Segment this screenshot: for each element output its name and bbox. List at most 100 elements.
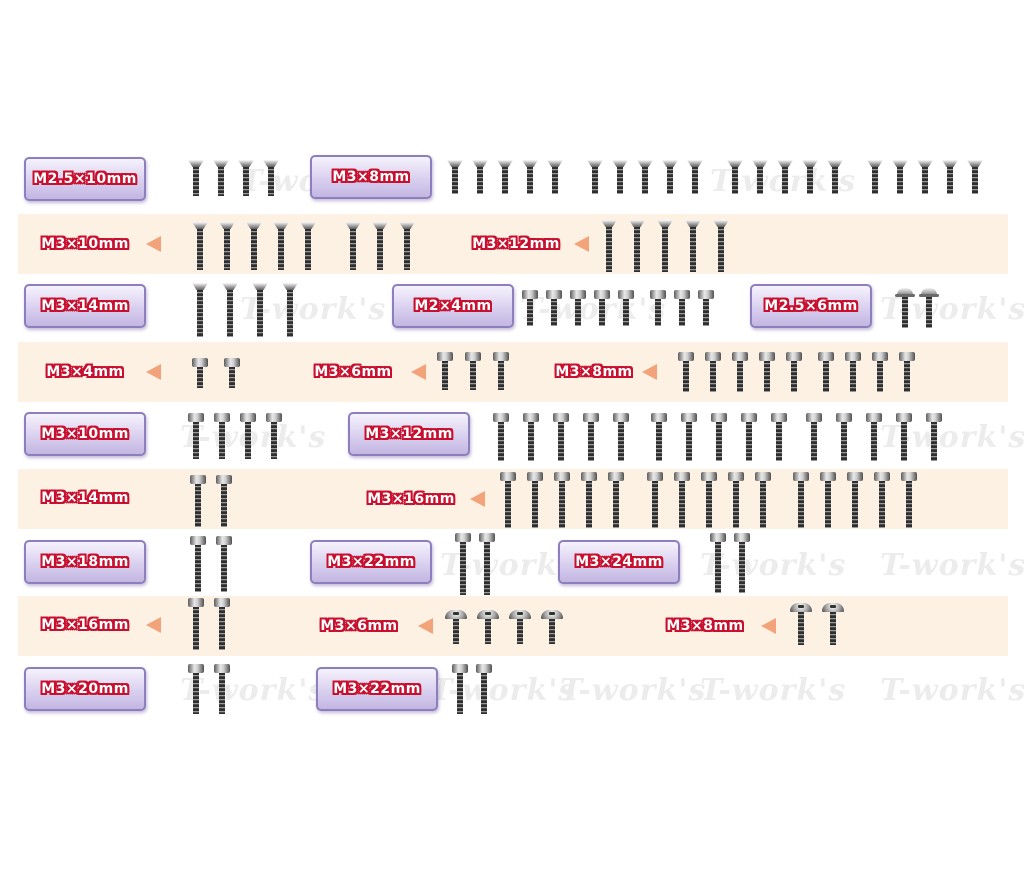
screw-icon — [845, 352, 861, 392]
pointer-arrow-icon — [761, 618, 776, 634]
size-label: M3×24mm — [558, 540, 680, 584]
watermark: T-work's — [520, 292, 667, 327]
screw-icon — [613, 413, 629, 461]
pointer-arrow-icon — [642, 364, 657, 380]
screw-icon — [732, 352, 748, 392]
screw-icon — [820, 472, 836, 528]
row-band — [18, 214, 1008, 274]
screw-icon — [612, 160, 628, 194]
screw-icon — [222, 283, 238, 337]
screw-icon — [771, 413, 787, 461]
screw-icon — [219, 222, 235, 270]
size-label: M3×4mm — [46, 364, 124, 380]
screw-icon — [372, 222, 388, 270]
screw-icon — [246, 222, 262, 270]
pointer-arrow-icon — [411, 364, 426, 380]
size-label: M3×8mm — [555, 364, 633, 380]
screw-icon — [547, 160, 563, 194]
screw-icon — [802, 160, 818, 194]
screw-icon — [901, 472, 917, 528]
screw-icon — [759, 352, 775, 392]
screw-icon — [216, 475, 232, 527]
screw-icon — [895, 288, 915, 328]
screw-icon — [493, 413, 509, 461]
screw-icon — [479, 533, 495, 595]
screw-icon — [216, 536, 232, 592]
watermark: T-work's — [880, 673, 1024, 708]
screw-icon — [190, 475, 206, 527]
screw-icon — [917, 160, 933, 194]
screw-icon — [583, 413, 599, 461]
size-label: M3×14mm — [24, 284, 146, 328]
screw-icon — [685, 220, 701, 272]
screw-icon — [570, 290, 586, 326]
screw-icon — [651, 413, 667, 461]
screw-icon — [892, 160, 908, 194]
watermark: T-work's — [560, 673, 707, 708]
screw-icon — [214, 664, 230, 714]
screw-icon — [500, 472, 516, 528]
screw-icon — [192, 222, 208, 270]
screw-icon — [872, 352, 888, 392]
screw-icon — [476, 664, 492, 714]
screw-icon — [522, 160, 538, 194]
size-label: M3×6mm — [320, 618, 398, 634]
screw-icon — [399, 222, 415, 270]
screw-icon — [601, 220, 617, 272]
screw-icon — [190, 536, 206, 592]
screw-icon — [541, 610, 563, 644]
screw-icon — [755, 472, 771, 528]
screw-icon — [509, 610, 531, 644]
screw-icon — [188, 664, 204, 714]
screw-icon — [874, 472, 890, 528]
pointer-arrow-icon — [146, 236, 161, 252]
screw-icon — [224, 358, 240, 388]
screw-icon — [734, 533, 750, 593]
screw-icon — [527, 472, 543, 528]
screw-icon — [581, 472, 597, 528]
size-label: M3×20mm — [24, 667, 146, 711]
screw-icon — [674, 472, 690, 528]
screw-icon — [637, 160, 653, 194]
screw-icon — [866, 413, 882, 461]
screw-icon — [523, 413, 539, 461]
screw-icon — [867, 160, 883, 194]
screw-icon — [847, 472, 863, 528]
size-label: M3×16mm — [41, 617, 129, 633]
watermark: T-work's — [430, 673, 577, 708]
screw-icon — [786, 352, 802, 392]
screw-icon — [214, 413, 230, 459]
pointer-arrow-icon — [146, 364, 161, 380]
screw-icon — [919, 288, 939, 328]
screw-icon — [273, 222, 289, 270]
screw-icon — [793, 472, 809, 528]
screw-icon — [705, 352, 721, 392]
watermark: T-work's — [880, 548, 1024, 583]
screw-icon — [899, 352, 915, 392]
size-label: M2.5×6mm — [750, 284, 872, 328]
screw-icon — [437, 352, 453, 390]
watermark: T-work's — [700, 673, 847, 708]
screw-icon — [587, 160, 603, 194]
screw-icon — [345, 222, 361, 270]
watermark: T-work's — [240, 292, 387, 327]
screw-icon — [266, 413, 282, 459]
screw-icon — [647, 472, 663, 528]
size-label: M3×12mm — [348, 412, 470, 456]
screw-icon — [942, 160, 958, 194]
screw-icon — [618, 290, 634, 326]
screw-icon — [681, 413, 697, 461]
size-label: M3×6mm — [314, 364, 392, 380]
screw-icon — [608, 472, 624, 528]
size-label: M3×10mm — [41, 236, 129, 252]
screw-icon — [594, 290, 610, 326]
pointer-arrow-icon — [146, 617, 161, 633]
screw-icon — [818, 352, 834, 392]
size-label: M3×12mm — [472, 236, 560, 252]
screw-icon — [455, 533, 471, 595]
screw-icon — [662, 160, 678, 194]
screw-icon — [192, 283, 208, 337]
size-label: M2.5×10mm — [24, 157, 146, 201]
screw-icon — [650, 290, 666, 326]
screw-icon — [472, 160, 488, 194]
